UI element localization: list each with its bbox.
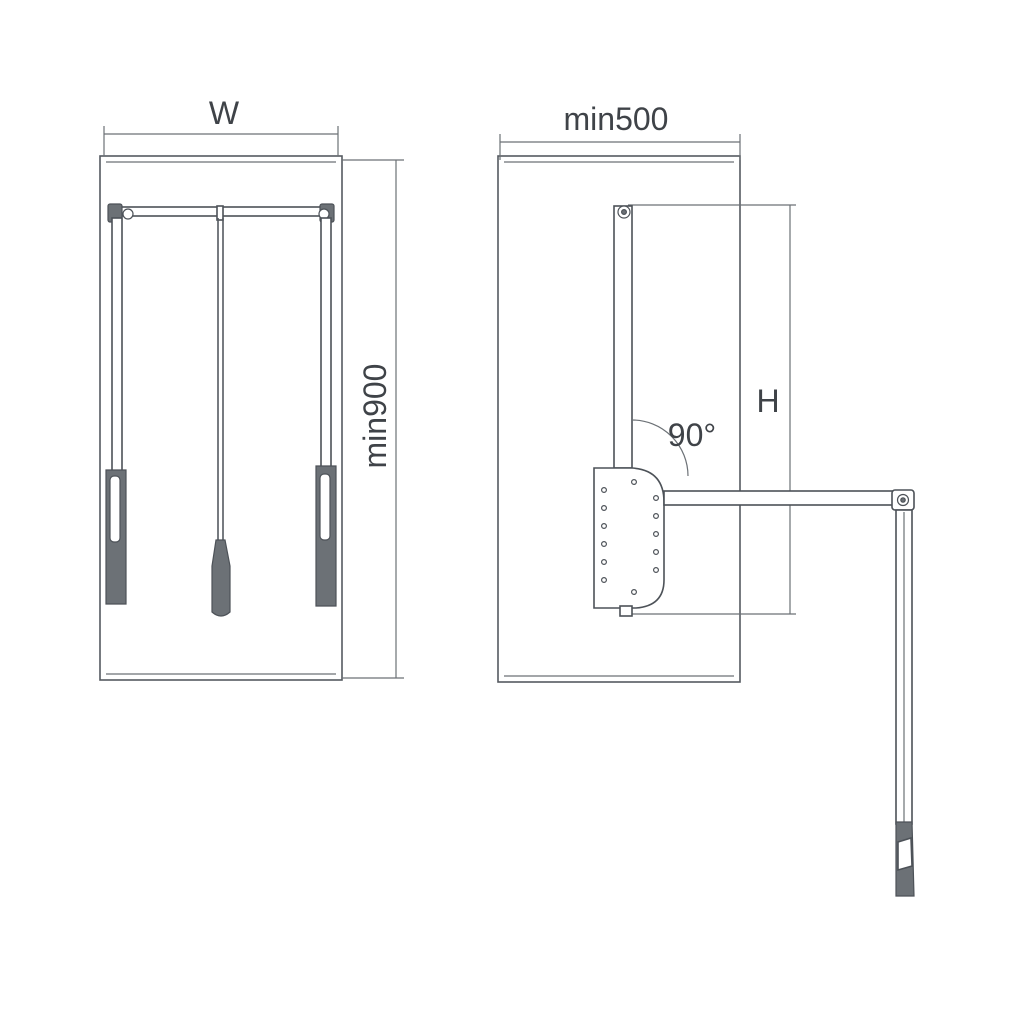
right-arm <box>320 217 332 473</box>
depth-label: min500 <box>564 101 669 137</box>
front-height-dimension: min900 <box>342 159 404 679</box>
left-housing-slot <box>109 475 121 543</box>
right-housing-slot <box>319 473 331 541</box>
side-cabinet-outline <box>497 155 741 683</box>
angle-arc <box>631 419 689 477</box>
mounting-post <box>613 205 633 469</box>
h-dimension: H <box>628 204 796 615</box>
width-dimension: W <box>103 95 339 156</box>
pull-rod-handle <box>211 539 231 617</box>
mounting-bracket <box>593 467 665 609</box>
swing-arm <box>663 490 901 506</box>
width-label: W <box>209 95 240 131</box>
angle-label: 90° <box>668 417 716 453</box>
handle-grip-inlay <box>897 836 913 872</box>
bracket-foot <box>619 605 633 617</box>
bracket-holes <box>600 479 659 595</box>
side-view: min500 H 90° <box>497 101 915 897</box>
front-cabinet-outline <box>99 155 343 681</box>
pull-rod-clip <box>216 205 224 221</box>
front-height-label: min900 <box>357 364 393 469</box>
rail-pivot-left <box>122 208 134 220</box>
h-label: H <box>756 383 779 419</box>
front-view: W min900 <box>99 95 404 681</box>
left-arm <box>111 217 123 473</box>
depth-dimension: min500 <box>499 101 741 160</box>
